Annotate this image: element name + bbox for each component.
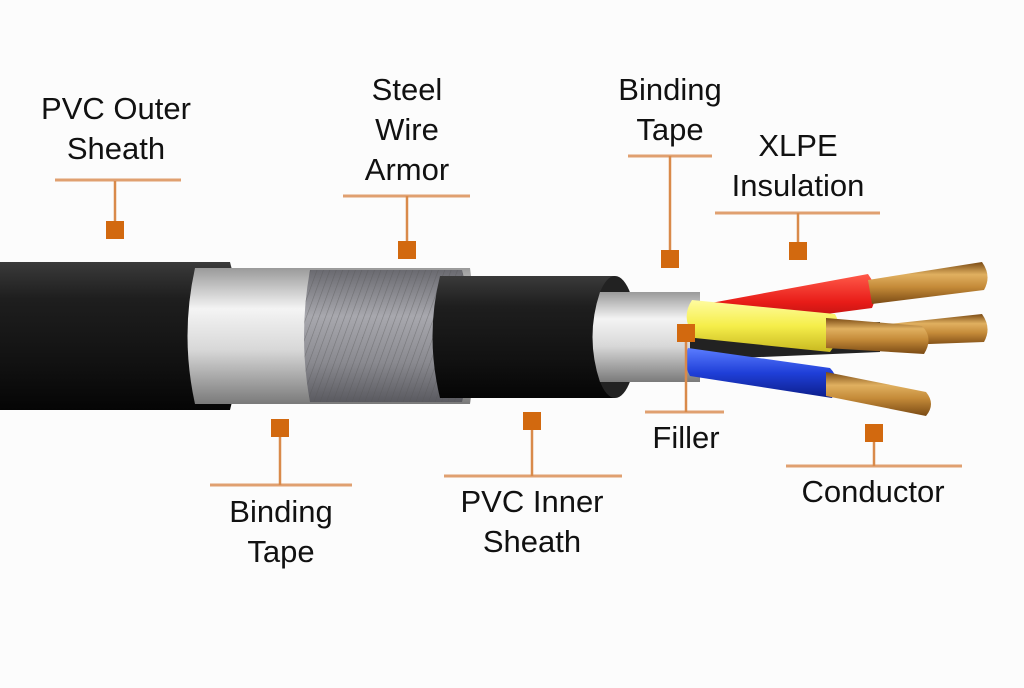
conductor-strand-yellow: [826, 318, 929, 354]
label-line: Binding: [229, 494, 333, 529]
callout-conductor: [786, 424, 962, 468]
label-line: Wire: [375, 112, 439, 147]
pvc-outer-sheath-layer: [0, 262, 240, 410]
yellow-core: [686, 300, 839, 352]
label-line: Sheath: [482, 524, 582, 559]
label-line: Steel: [371, 72, 443, 107]
callout-binding-tape-inner: [628, 154, 712, 268]
label-pvc-inner-sheath: PVC Inner Sheath: [460, 482, 603, 562]
callout-marker-icon: [789, 242, 807, 260]
armor-wire-texture: [304, 270, 471, 402]
label-line: Sheath: [66, 131, 166, 166]
label-line: PVC Outer: [41, 91, 191, 126]
callout-marker-icon: [398, 241, 416, 259]
label-filler: Filler: [652, 418, 719, 458]
label-line: Filler: [652, 420, 720, 455]
callout-marker-icon: [523, 412, 541, 430]
callout-marker-icon: [677, 324, 695, 342]
label-line: Conductor: [801, 474, 945, 509]
conductor-strand-red: [868, 262, 988, 304]
label-line: XLPE: [758, 128, 838, 163]
conductor-strand-blue: [826, 372, 931, 416]
callout-pvc-outer-sheath: [55, 178, 181, 239]
label-binding-tape-outer: Binding Tape: [229, 492, 332, 572]
callout-marker-icon: [271, 419, 289, 437]
label-steel-wire-armor: Steel Wire Armor: [365, 70, 449, 190]
callout-xlpe-insulation: [715, 211, 880, 260]
callout-marker-icon: [661, 250, 679, 268]
label-conductor: Conductor: [801, 472, 944, 512]
callout-filler: [645, 324, 724, 414]
callout-marker-icon: [106, 221, 124, 239]
label-line: PVC Inner: [460, 484, 604, 519]
callout-steel-wire-armor: [343, 194, 470, 259]
callout-pvc-inner-sheath: [444, 412, 622, 478]
label-line: Tape: [247, 534, 315, 569]
blue-core: [685, 348, 837, 398]
label-line: Binding: [618, 72, 722, 107]
callout-marker-icon: [865, 424, 883, 442]
binding-tape-inner-layer: [592, 292, 700, 382]
label-line: Tape: [636, 112, 704, 147]
label-pvc-outer-sheath: PVC Outer Sheath: [41, 89, 191, 169]
label-line: Armor: [364, 152, 450, 187]
label-xlpe-insulation: XLPE Insulation: [732, 126, 865, 206]
callout-binding-tape-outer: [210, 419, 352, 487]
label-line: Insulation: [731, 168, 865, 203]
label-binding-tape-inner: Binding Tape: [618, 70, 721, 150]
pvc-inner-sheath-layer: [432, 276, 628, 398]
